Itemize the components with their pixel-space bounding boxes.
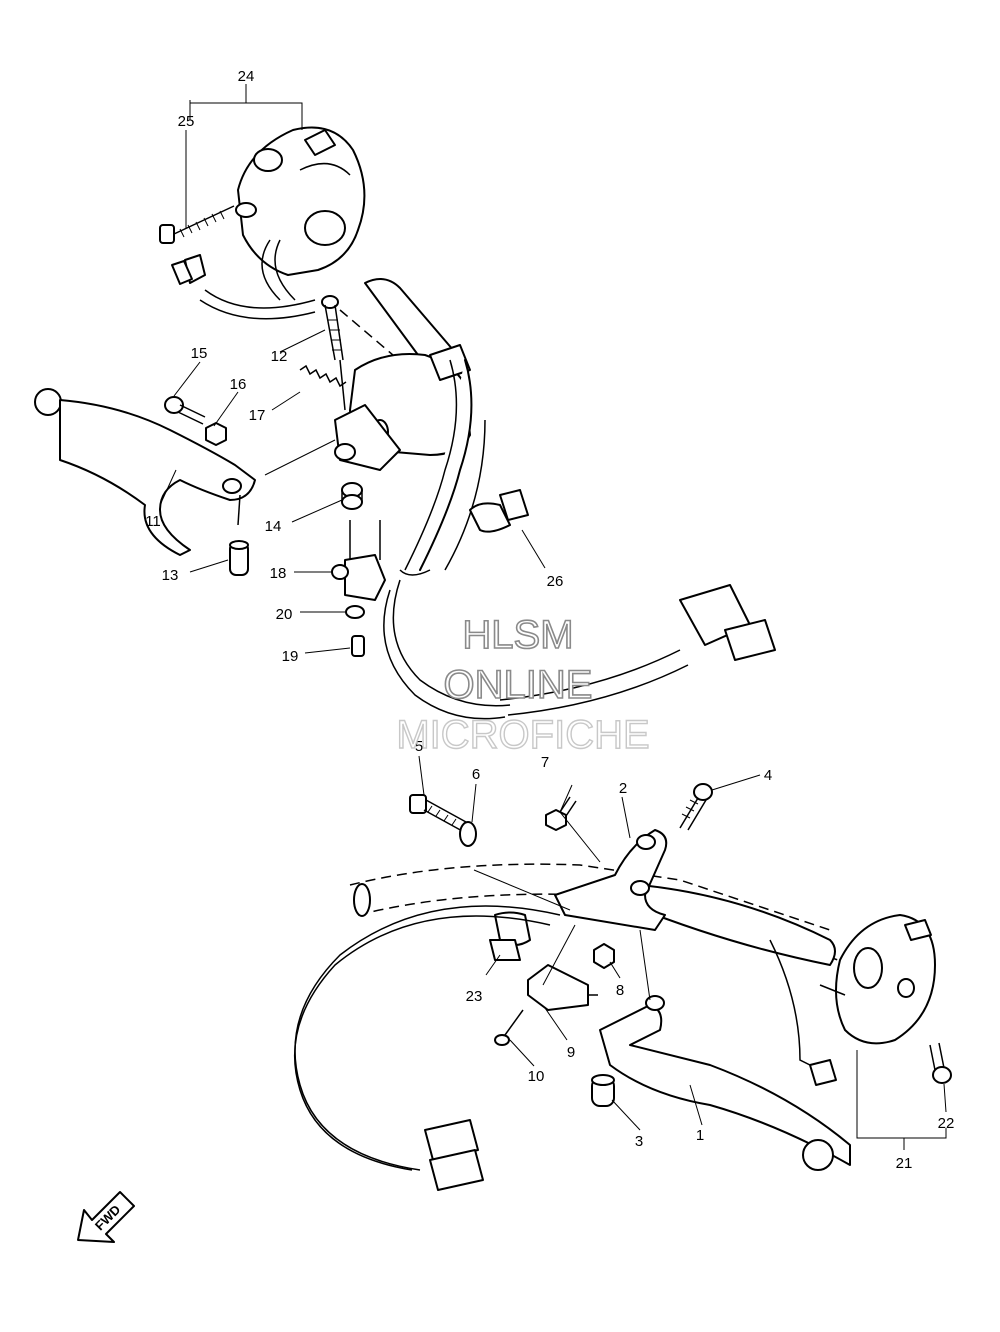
- screw-19: [351, 635, 365, 657]
- callout-13: 13: [162, 567, 179, 584]
- watermark-line-3: MICROFICHE: [396, 713, 649, 757]
- callout-21: 21: [896, 1155, 913, 1172]
- bolt-15: [164, 396, 206, 425]
- callout-16: 16: [230, 376, 247, 393]
- callout-11: 11: [145, 513, 161, 530]
- callout-1: 1: [696, 1127, 704, 1144]
- callout-14: 14: [265, 518, 282, 535]
- collar-13: [229, 540, 249, 576]
- screw-10: [494, 1009, 524, 1046]
- callout-23: 23: [466, 988, 483, 1005]
- hose-clamp-23: [489, 911, 531, 961]
- brake-hose: [399, 359, 486, 576]
- watermark: HLSM ONLINE MICROFICHE: [396, 612, 651, 758]
- arrow-down-left-icon: [77, 1191, 135, 1243]
- callout-24: 24: [238, 68, 255, 85]
- brake-switch-18: [331, 520, 386, 601]
- callout-6: 6: [472, 766, 480, 783]
- spring-17: [299, 364, 347, 388]
- upper-connector: [383, 579, 776, 720]
- screw-25: [159, 205, 235, 244]
- callout-5: 5: [415, 738, 423, 755]
- brake-master-cylinder: [334, 344, 471, 471]
- callout-9: 9: [567, 1044, 575, 1061]
- callout-7: 7: [541, 754, 549, 771]
- callout-22: 22: [938, 1115, 955, 1132]
- collar-14: [341, 482, 363, 510]
- lower-leader-lines: [418, 755, 947, 1150]
- washer-6: [459, 821, 477, 847]
- callout-15: 15: [191, 345, 208, 362]
- clutch-lever-1: [599, 995, 851, 1171]
- callout-2: 2: [619, 780, 627, 797]
- callout-labels: 1 2 3 4 5 6 7 8 9 10 11 12 13 14 15 16 1…: [145, 68, 954, 1172]
- watermark-line-1: HLSM: [462, 613, 573, 657]
- screw-22: [929, 1042, 952, 1084]
- clutch-bracket-2: [554, 829, 668, 931]
- hose-clamp-26: [469, 489, 529, 533]
- bolt-7: [545, 796, 577, 831]
- switch-housing-lower: [835, 914, 936, 1045]
- nut-8: [593, 943, 615, 969]
- fwd-badge: FWD: [77, 1191, 135, 1243]
- switch-housing-upper: [235, 126, 366, 276]
- callout-4: 4: [764, 767, 772, 784]
- clutch-switch-9: [527, 964, 598, 1011]
- brake-lever-11: [34, 388, 256, 556]
- nut-16: [205, 422, 227, 446]
- callout-20: 20: [276, 606, 293, 623]
- watermark-line-2: ONLINE: [444, 663, 593, 707]
- upper-wiring: [171, 239, 316, 320]
- callout-12: 12: [271, 348, 288, 365]
- callout-17: 17: [249, 407, 266, 424]
- collar-3: [591, 1074, 615, 1107]
- callout-26: 26: [547, 573, 564, 590]
- callout-3: 3: [635, 1133, 643, 1150]
- upper-leader-lines: [159, 84, 546, 654]
- bolt-5: [409, 794, 467, 833]
- callout-25: 25: [178, 113, 195, 130]
- washer-20: [345, 605, 365, 619]
- callout-10: 10: [528, 1068, 545, 1085]
- bolt-4: [679, 783, 713, 831]
- callout-8: 8: [616, 982, 624, 999]
- callout-19: 19: [282, 648, 299, 665]
- bolt-12: [321, 295, 346, 411]
- lower-wiring: [293, 905, 846, 1191]
- callout-18: 18: [270, 565, 287, 582]
